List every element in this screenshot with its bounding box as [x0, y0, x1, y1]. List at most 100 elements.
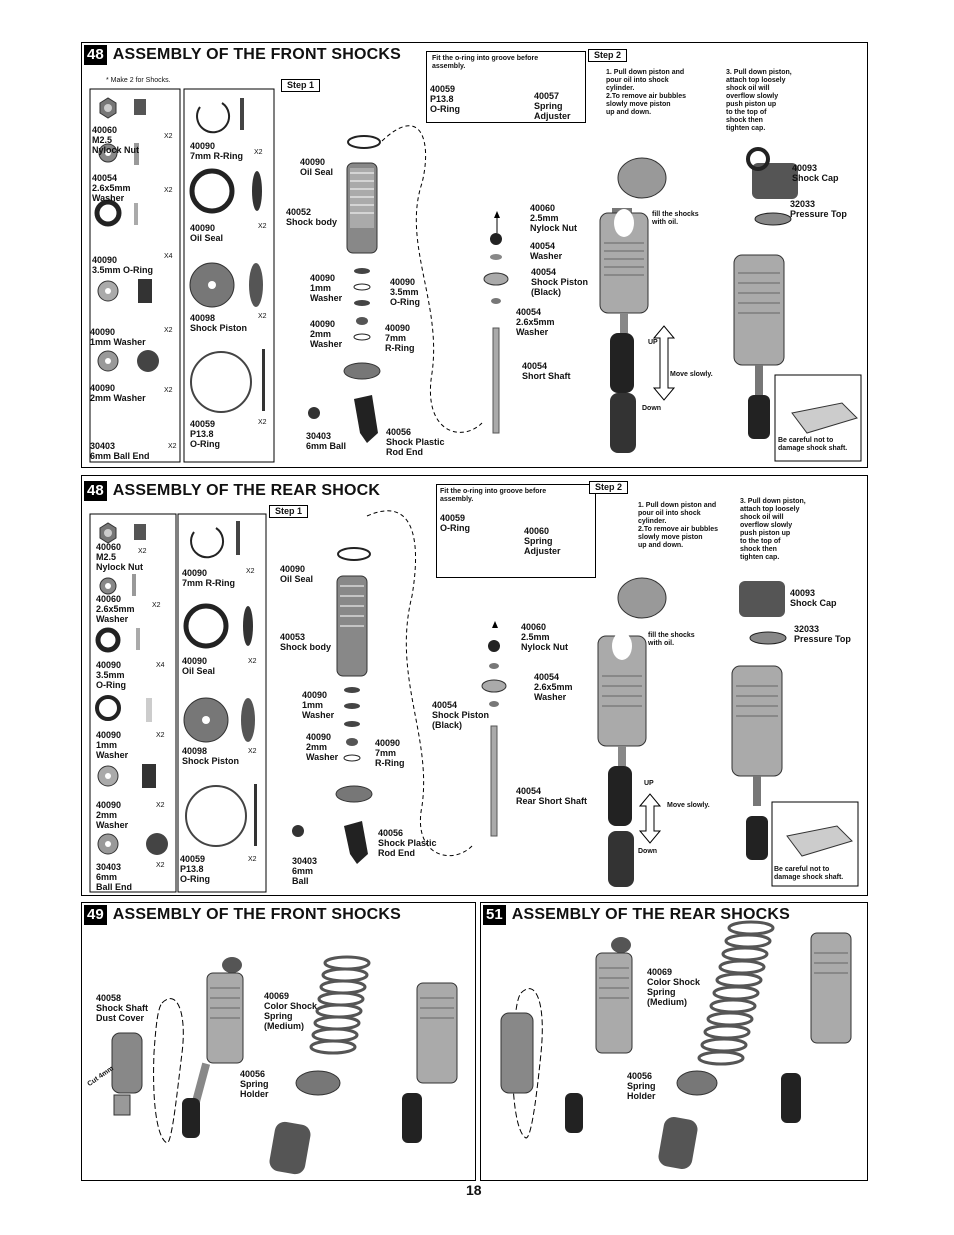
callout: 40060 2.5mm Nylock Nut — [530, 203, 578, 233]
fit-part-oring: 40059 P13.8 O-Ring — [430, 84, 460, 114]
step1-badge: Step 1 — [281, 79, 321, 92]
callout: 32033 Pressure Top — [790, 199, 847, 219]
callout: 40053 Shock body — [280, 632, 332, 652]
part-label: 40054 2.6x5mm Washer — [92, 173, 131, 203]
callout: 40056 Spring Holder — [240, 1069, 269, 1099]
front-shock-illustration — [89, 88, 862, 463]
step2-instructions-a: 1. Pull down piston and pour oil into sh… — [638, 502, 719, 549]
part-label: 40090 Oil Seal — [190, 223, 224, 243]
down-label: Down — [642, 405, 662, 412]
callout: 40058 Shock Shaft Dust Cover — [96, 993, 149, 1023]
part-label: 40090 1mm Washer — [96, 730, 129, 760]
rear-spring-illustration — [500, 920, 852, 1169]
step2-badge: Step 2 — [589, 481, 629, 494]
part-qty: X2 — [258, 419, 267, 426]
up-label: UP — [644, 780, 654, 787]
callout: 40060 2.5mm Nylock Nut — [521, 622, 569, 652]
callout: 40090 7mm R-Ring — [385, 323, 415, 353]
careful-note: Be careful not to damage shock shaft. — [778, 437, 848, 452]
part-qty: X2 — [258, 313, 267, 320]
part-qty: X2 — [164, 387, 173, 394]
step2-instructions-b: 3. Pull down piston, attach top loosely … — [740, 498, 806, 561]
part-label: 40090 3.5mm O-Ring — [92, 255, 154, 275]
part-label: 40090 2mm Washer — [90, 383, 146, 403]
part-qty: X2 — [168, 443, 177, 450]
part-label: 40060 M2.5 Nylock Nut — [96, 542, 144, 572]
page-number: 18 — [466, 1182, 482, 1198]
callout: 40090 2mm Washer — [306, 732, 339, 762]
section-48-front: 48 ASSEMBLY OF THE FRONT SHOCKS * Make 2… — [81, 42, 868, 468]
part-qty: X2 — [156, 802, 165, 809]
part-qty: X2 — [248, 856, 257, 863]
part-qty: X2 — [164, 187, 173, 194]
part-label: 40060 2.6x5mm Washer — [96, 594, 135, 624]
part-label: 30403 6mm Ball End — [96, 862, 133, 892]
part-label: 40090 7mm R-Ring — [190, 141, 244, 161]
callout: 40056 Shock Plastic Rod End — [378, 828, 437, 858]
step1-badge: Step 1 — [269, 505, 309, 518]
callout: 40090 7mm R-Ring — [375, 738, 405, 768]
part-qty: X2 — [164, 133, 173, 140]
part-qty: X2 — [248, 658, 257, 665]
section-48-rear-header: 48 ASSEMBLY OF THE REAR SHOCK — [84, 481, 380, 501]
callout: 40090 Oil Seal — [300, 157, 334, 177]
callout: 30403 6mm Ball — [292, 856, 318, 886]
section-48-front-header: 48 ASSEMBLY OF THE FRONT SHOCKS — [84, 45, 401, 65]
callout: 40054 Shock Piston (Black) — [531, 267, 589, 297]
callout: 40090 3.5mm O-Ring — [390, 277, 420, 307]
fit-note: Fit the o-ring into groove before assemb… — [440, 488, 547, 503]
section-48-rear: 48 ASSEMBLY OF THE REAR SHOCK Step 1 Fit… — [81, 475, 868, 896]
callout: 40093 Shock Cap — [792, 163, 839, 183]
part-qty: X2 — [138, 548, 147, 555]
part-qty: X2 — [254, 149, 263, 156]
section-title: ASSEMBLY OF THE REAR SHOCK — [112, 482, 381, 499]
part-label: 40090 Oil Seal — [182, 656, 216, 676]
part-label: 40059 P13.8 O-Ring — [190, 419, 220, 449]
callout: 32033 Pressure Top — [794, 624, 851, 644]
callout: 40093 Shock Cap — [790, 588, 837, 608]
callout: 40054 Short Shaft — [522, 361, 571, 381]
callout: 40090 2mm Washer — [310, 319, 343, 349]
callout: 40090 1mm Washer — [310, 273, 343, 303]
callout: 40054 Shock Piston (Black) — [432, 700, 490, 730]
callout: 40054 Rear Short Shaft — [516, 786, 588, 806]
fill-note: fill the shocks with oil. — [652, 211, 699, 226]
fit-part-adjuster: 40060 Spring Adjuster — [524, 526, 561, 556]
callout: 40054 2.6x5mm Washer — [534, 672, 573, 702]
fill-note: fill the shocks with oil. — [648, 632, 695, 647]
part-label: 40090 1mm Washer — [90, 327, 146, 347]
part-qty: X2 — [164, 327, 173, 334]
rear-shock-illustration — [89, 510, 859, 893]
move-note: Move slowly. — [667, 802, 710, 809]
callout: 40069 Color Shock Spring (Medium) — [264, 991, 318, 1031]
part-label: 40060 M2.5 Nylock Nut — [92, 125, 140, 155]
front-spring-illustration — [111, 955, 458, 1175]
section-title: ASSEMBLY OF THE FRONT SHOCKS — [112, 46, 401, 63]
callout: 30403 6mm Ball — [306, 431, 347, 451]
make-note: * Make 2 for Shocks. — [106, 77, 171, 84]
callout: 40069 Color Shock Spring (Medium) — [647, 967, 701, 1007]
callout: 40056 Shock Plastic Rod End — [386, 427, 445, 457]
step-number: 48 — [84, 45, 107, 65]
part-label: 40098 Shock Piston — [182, 746, 240, 766]
callout: 40052 Shock body — [286, 207, 338, 227]
part-qty: X2 — [156, 732, 165, 739]
part-label: 40098 Shock Piston — [190, 313, 248, 333]
part-qty: X2 — [152, 602, 161, 609]
fit-part-oring: 40059 O-Ring — [440, 513, 470, 533]
fit-oring-box — [426, 51, 586, 123]
careful-note: Be careful not to damage shock shaft. — [774, 866, 844, 881]
up-label: UP — [648, 339, 658, 346]
down-label: Down — [638, 848, 658, 855]
callout: 40090 Oil Seal — [280, 564, 314, 584]
step2-badge: Step 2 — [588, 49, 628, 62]
fit-note: Fit the o-ring into groove before assemb… — [432, 55, 539, 70]
fit-oring-box — [436, 484, 596, 578]
fit-part-adjuster: 40057 Spring Adjuster — [534, 91, 571, 121]
step-number: 51 — [483, 905, 506, 925]
part-qty: X2 — [248, 748, 257, 755]
part-label: 40090 3.5mm O-Ring — [96, 660, 126, 690]
section-51: 51 ASSEMBLY OF THE REAR SHOCKS 40069 Col… — [480, 902, 868, 1181]
step2-instructions-b: 3. Pull down piston, attach top loosely … — [726, 69, 792, 132]
part-qty: X2 — [258, 223, 267, 230]
